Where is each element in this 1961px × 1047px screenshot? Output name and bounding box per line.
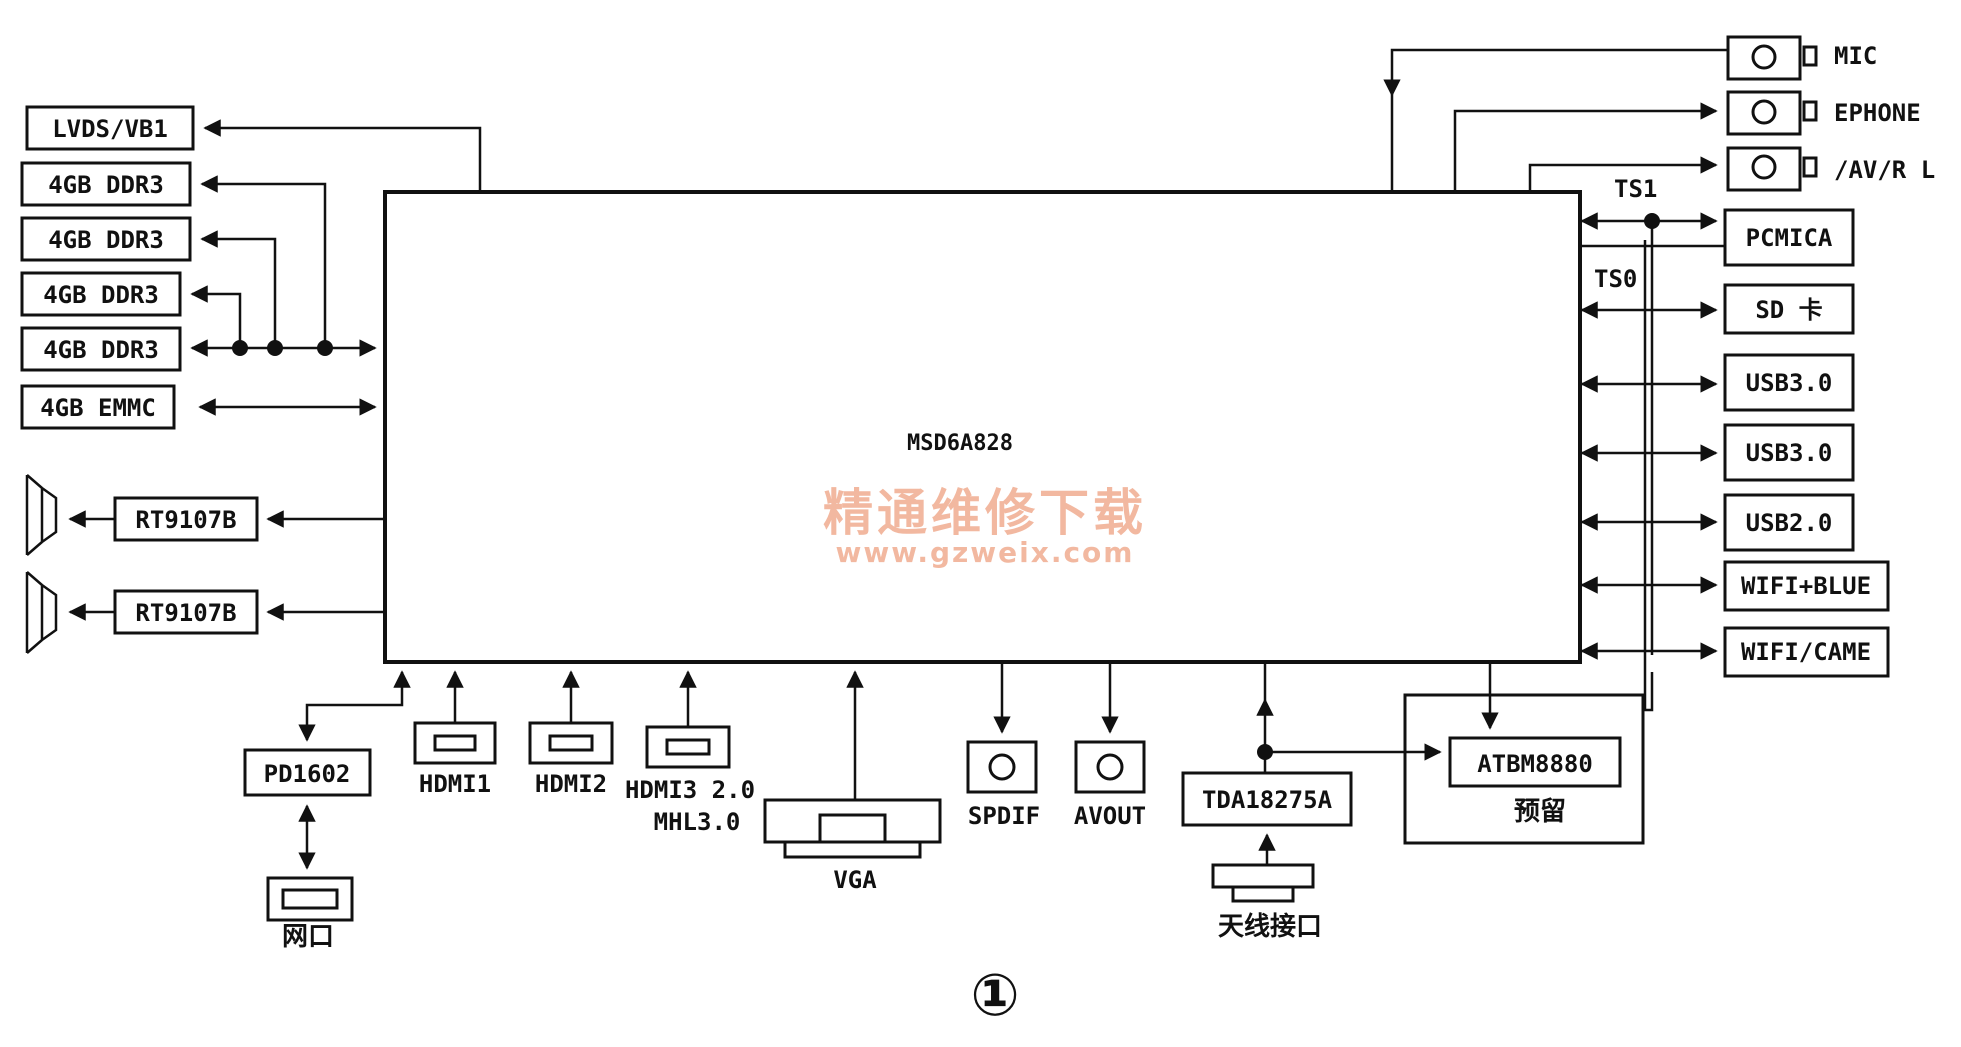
amp-box-1 (113, 496, 259, 542)
lvds-box (25, 105, 195, 151)
spdif-label: SPDIF (968, 802, 1040, 830)
ddr-label-2: 4GB DDR3 (48, 226, 164, 254)
ddr-box-4 (20, 326, 182, 372)
antenna-port (1211, 863, 1315, 889)
amp-label-1: RT9107B (135, 506, 236, 534)
usb30-box-2 (1723, 423, 1855, 482)
emmc-box (20, 384, 176, 430)
hdmi3-port (645, 725, 731, 769)
lvds-label: LVDS/VB1 (52, 115, 168, 143)
mic-label: MIC (1834, 42, 1877, 70)
hdmi1-label: HDMI1 (419, 770, 491, 798)
hdmi3-label-1: HDMI3 2.0 (625, 776, 755, 804)
bottom-blocks: PD1602 网口 HDMI1 HDMI2 HDMI3 2.0 MHL3.0 V… (243, 693, 1645, 952)
ddr-box-1 (20, 161, 192, 207)
hdmi3-label-2: MHL3.0 (654, 808, 741, 836)
av-jack-icon (1751, 154, 1777, 180)
avout-jack (1074, 740, 1146, 794)
soc-label: MSD6A828 (907, 431, 1013, 456)
netport-label: 网口 (282, 922, 334, 952)
vga-port-base (783, 840, 922, 859)
figure-number: ① (970, 961, 1019, 1029)
watermark-cn: 精通维修下载 (823, 484, 1147, 542)
tuner-label: TDA18275A (1202, 786, 1333, 814)
usb30-box-1 (1723, 353, 1855, 412)
usb20-label: USB2.0 (1746, 509, 1833, 537)
ephone-label: EPHONE (1834, 99, 1921, 127)
av-jack (1726, 146, 1802, 192)
right-blocks: MIC EPHONE /AV/R L TS1 TS0 PCMICA SD 卡 U… (1594, 35, 1935, 678)
ddr-label-1: 4GB DDR3 (48, 171, 164, 199)
reserved-label: 预留 (1514, 797, 1566, 827)
ddr-label-3: 4GB DDR3 (43, 281, 159, 309)
spdif-jack-icon (988, 753, 1016, 781)
atbm-box (1448, 736, 1622, 788)
pd1602-label: PD1602 (264, 760, 351, 788)
mic-jack-tab (1802, 45, 1818, 67)
right-wires (1383, 48, 1728, 730)
ddr-box-2 (20, 216, 192, 262)
usb20-box (1723, 493, 1855, 552)
left-blocks: LVDS/VB1 4GB DDR3 4GB DDR3 4GB DDR3 4GB … (20, 105, 259, 654)
ddr-label-4: 4GB DDR3 (43, 336, 159, 364)
ts0-label: TS0 (1594, 265, 1637, 293)
usb30-label-1: USB3.0 (1746, 369, 1833, 397)
hdmi2-label: HDMI2 (535, 770, 607, 798)
mic-jack (1726, 35, 1802, 81)
tuner-box (1181, 771, 1353, 827)
wifi-blue-label: WIFI+BLUE (1741, 572, 1871, 600)
pcmcia-label: PCMICA (1746, 224, 1833, 252)
hdmi1-icon (433, 734, 477, 752)
avout-label: AVOUT (1074, 802, 1146, 830)
atbm-label: ATBM8880 (1477, 750, 1593, 778)
wifi-blue-box (1723, 560, 1890, 612)
sd-label: SD 卡 (1755, 296, 1822, 324)
left-wires (68, 119, 482, 621)
hdmi3-icon (665, 738, 711, 756)
netport-icon (281, 888, 339, 910)
antenna-label: 天线接口 (1218, 912, 1322, 942)
watermark-url: www.gzweix.com (836, 536, 1135, 569)
antenna-port-base (1231, 885, 1295, 903)
ephone-jack-icon (1751, 99, 1777, 125)
av-jack-tab (1802, 156, 1818, 178)
usb30-label-2: USB3.0 (1746, 439, 1833, 467)
speaker-icon-1 (25, 474, 58, 556)
emmc-label: 4GB EMMC (40, 394, 156, 422)
amp-label-2: RT9107B (135, 599, 236, 627)
speaker-icon-2 (25, 571, 58, 654)
hdmi2-icon (548, 734, 594, 752)
sd-box (1723, 283, 1855, 335)
ephone-jack-tab (1802, 100, 1818, 122)
vga-label: VGA (833, 866, 877, 894)
soc-chip (383, 190, 1582, 664)
ddr-box-3 (20, 271, 182, 317)
wifi-came-box (1723, 626, 1890, 678)
pcmcia-box (1723, 208, 1855, 267)
vga-port-inner (818, 813, 887, 844)
av-label: /AV/R L (1834, 156, 1935, 184)
ephone-jack (1726, 90, 1802, 136)
spdif-jack (966, 740, 1038, 794)
pd1602-box (243, 748, 372, 797)
ts1-label: TS1 (1614, 175, 1657, 203)
wifi-came-label: WIFI/CAME (1741, 638, 1871, 666)
mic-jack-icon (1751, 44, 1777, 70)
avout-jack-icon (1096, 753, 1124, 781)
bottom-wires (298, 662, 1499, 870)
